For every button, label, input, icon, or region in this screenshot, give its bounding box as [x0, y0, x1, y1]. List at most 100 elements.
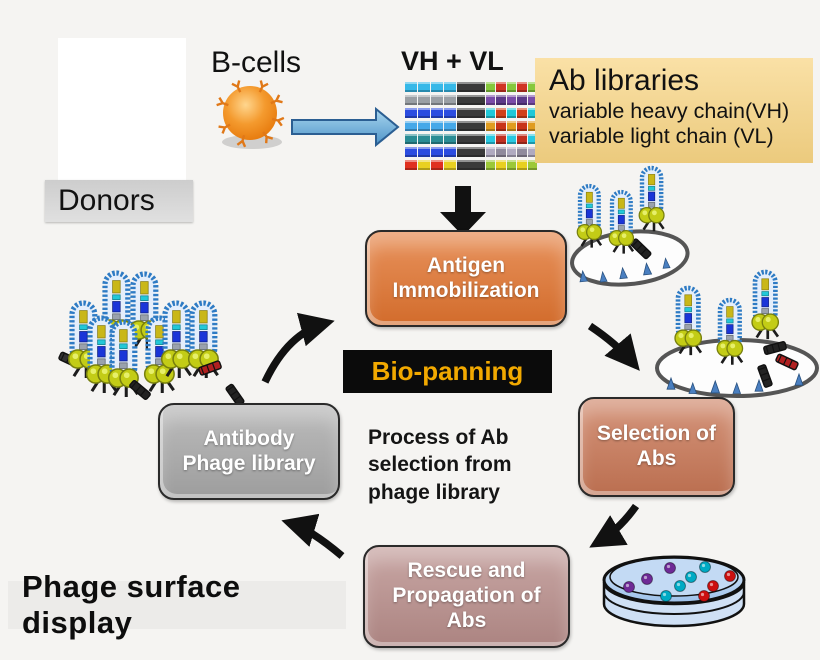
antibody-phage-library-box: Antibody Phage library [158, 403, 340, 500]
phage-icon [160, 300, 192, 379]
antigen-well-icon-2 [655, 338, 819, 398]
colony-dot [707, 580, 719, 592]
process-note: Process of Ab selection from phage libra… [368, 426, 512, 504]
gene-segment [405, 95, 418, 105]
gene-segment [506, 160, 517, 170]
gene-segment [496, 95, 506, 105]
gene-segment [527, 121, 538, 131]
gene-segment [527, 95, 538, 105]
gene-segment [444, 160, 457, 170]
gene-segment [405, 82, 418, 92]
colony-dot [724, 570, 736, 582]
gene-segment [405, 121, 418, 131]
gene-segment [506, 121, 517, 131]
gene-segment [517, 160, 527, 170]
bcell-icon [216, 80, 285, 149]
antigen-spike-icon [579, 269, 589, 283]
gene-segment [431, 134, 444, 144]
antibody-fragment-icon [775, 353, 799, 371]
cycle-arrow-selection-to-rescue [589, 503, 640, 548]
colony-dot [641, 573, 653, 585]
ab-libraries-line1: variable heavy chain(VH) [549, 98, 790, 123]
gene-segment [431, 95, 444, 105]
donors-label: Donors [58, 184, 155, 217]
gene-segment [444, 121, 457, 131]
gene-library-row [405, 121, 538, 131]
gene-segment [405, 160, 418, 170]
antibody-fragment-icon [198, 360, 222, 376]
gene-segment [506, 82, 517, 92]
gene-segment [418, 147, 431, 157]
gene-segment [527, 82, 538, 92]
gene-segment [444, 108, 457, 118]
antigen-spike-icon [643, 262, 653, 276]
antigen-spike-icon [599, 270, 608, 283]
phage-surface-display-label: Phage surface display [22, 569, 241, 640]
colony-dot [699, 561, 711, 573]
antigen-spike-icon [754, 378, 764, 392]
gene-segment [506, 147, 517, 157]
gene-segment-framework [457, 160, 485, 170]
gene-segment [431, 82, 444, 92]
gene-segment [405, 108, 418, 118]
cycle-arrow-rescue-to-library [281, 513, 345, 559]
gene-library-row [405, 147, 538, 157]
gene-library-row [405, 108, 538, 118]
colony-dot [674, 580, 686, 592]
gene-segment [431, 160, 444, 170]
gene-segment [506, 108, 517, 118]
cycle-arrow-antigen-to-selection [587, 322, 640, 371]
bcell-receptor-icon [271, 116, 285, 127]
antigen-immobilization-box: Antigen Immobilization [365, 230, 567, 327]
donors-label-box: Donors [45, 180, 193, 222]
antigen-spike-icon [732, 381, 742, 394]
rescue-propagation-box: Rescue and Propagation of Abs [363, 545, 570, 648]
phage-icon [716, 297, 744, 365]
gene-segment [405, 134, 418, 144]
colony-dot [685, 571, 697, 583]
antigen-spike-icon [688, 381, 698, 394]
gene-segment [496, 82, 506, 92]
gene-segment [485, 147, 496, 157]
phage-icon [608, 189, 635, 254]
gene-segment [485, 134, 496, 144]
gene-segment-framework [457, 108, 485, 118]
gene-segment [496, 108, 506, 118]
gene-segment [418, 95, 431, 105]
biopanning-label: Bio-panning [371, 356, 524, 386]
gene-segment [496, 121, 506, 131]
gene-segment [485, 160, 496, 170]
vhvl-label: VH + VL [401, 46, 504, 76]
gene-segment [517, 108, 527, 118]
antibody-fragment-icon [763, 341, 787, 355]
gene-segment [517, 82, 527, 92]
cycle-arrow-library-to-antigen [261, 312, 335, 384]
antibody-fragment-icon [129, 379, 151, 401]
gene-segment [485, 82, 496, 92]
gene-segment [527, 147, 538, 157]
gene-segment [431, 147, 444, 157]
selection-of-abs-box: Selection of Abs [578, 397, 735, 497]
bcell-receptor-icon [270, 94, 283, 105]
bcell-receptor-icon [218, 123, 231, 134]
colony-dot [660, 590, 672, 602]
gene-segment [485, 108, 496, 118]
gene-segment [431, 121, 444, 131]
gene-segment [496, 147, 506, 157]
gene-library-row [405, 160, 538, 170]
bcells-label: B-cells [211, 46, 302, 79]
gene-library-row [405, 95, 538, 105]
gene-library-row [405, 134, 538, 144]
gene-segment [506, 95, 517, 105]
antigen-spike-icon [794, 372, 804, 386]
gene-library-graphic [405, 82, 538, 170]
colony-dot [698, 590, 710, 602]
bcell-receptor-icon [231, 80, 242, 93]
colony-dot [664, 562, 676, 574]
gene-segment [496, 160, 506, 170]
antibody-fragment-icon [757, 364, 773, 388]
ab-libraries-box: Ab libraries variable heavy chain(VH) va… [535, 58, 813, 163]
gene-segment-framework [457, 95, 485, 105]
